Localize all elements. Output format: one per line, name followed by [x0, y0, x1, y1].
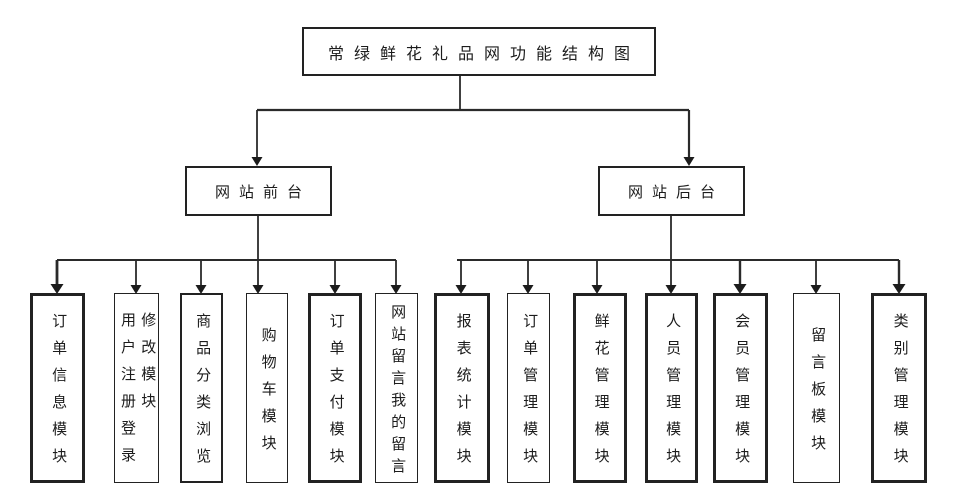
module-label: 报表统计模块 — [454, 313, 471, 475]
module-label-col: 修改模块 — [139, 312, 156, 420]
module-box-member-management: 会员管理模块 — [713, 293, 768, 483]
module-label: 留言板模块 — [809, 326, 826, 462]
module-label: 商品分类浏览 — [194, 313, 211, 475]
module-box-site-messages: 网站留言我的留言 — [375, 293, 418, 483]
module-box-order-management: 订单管理模块 — [507, 293, 550, 483]
branch-label-frontend: 网站前台 — [214, 184, 311, 201]
module-label: 鲜花管理模块 — [592, 313, 609, 475]
module-label: 订单信息模块 — [50, 313, 67, 475]
module-label-col: 用户注册登录 — [119, 312, 135, 474]
module-label: 会员管理模块 — [733, 313, 750, 475]
module-box-flower-management: 鲜花管理模块 — [573, 293, 627, 483]
module-label: 网站留言我的留言 — [389, 303, 406, 480]
module-box-order-info: 订单信息模块 — [30, 293, 85, 483]
module-label: 人员管理模块 — [664, 313, 681, 475]
arrowhead-icons — [50, 157, 906, 294]
module-box-personnel-management: 人员管理模块 — [645, 293, 698, 483]
module-label: 购物车模块 — [259, 326, 276, 462]
module-box-user-register-login-edit: 用户注册登录 修改模块 — [114, 293, 159, 483]
module-box-report-statistics: 报表统计模块 — [434, 293, 490, 483]
module-box-shopping-cart: 购物车模块 — [246, 293, 288, 483]
diagram-title: 常绿鲜花礼品网功能结构图 — [327, 45, 640, 63]
module-box-message-board: 留言板模块 — [793, 293, 840, 483]
module-box-category-management: 类别管理模块 — [871, 293, 927, 483]
module-label: 订单管理模块 — [521, 313, 538, 475]
module-label: 订单支付模块 — [327, 313, 344, 475]
module-box-product-category-browse: 商品分类浏览 — [180, 293, 223, 483]
module-box-order-payment: 订单支付模块 — [308, 293, 362, 483]
branch-label-backend: 网站后台 — [627, 184, 724, 201]
branch-box-frontend: 网站前台 — [185, 166, 332, 216]
diagram-title-box: 常绿鲜花礼品网功能结构图 — [302, 27, 656, 76]
module-label: 类别管理模块 — [891, 313, 908, 475]
branch-box-backend: 网站后台 — [598, 166, 745, 216]
